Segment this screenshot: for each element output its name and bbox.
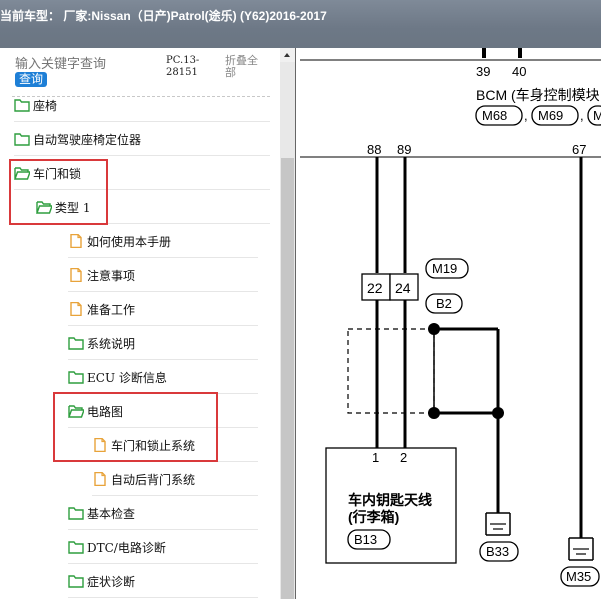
row-divider [68, 325, 258, 326]
tree-item[interactable]: 如何使用本手册 [68, 224, 258, 258]
collapse-all-link[interactable]: 折叠全部 [225, 54, 258, 79]
tree-item-label: ECU 诊断信息 [87, 370, 167, 385]
tree-item-label: 基本检查 [87, 506, 136, 521]
pin-label: 88 [367, 142, 381, 157]
connector-tag: M [593, 108, 601, 123]
connector-pin: 24 [395, 280, 411, 296]
tree-item-label: 车门和锁止系统 [111, 438, 196, 453]
pc-code-label: PC.13-28151 [166, 55, 200, 78]
tree-item[interactable]: 电路图 [68, 394, 258, 428]
tree-item-label: 准备工作 [87, 302, 136, 317]
window-title-bar: 当前车型： 厂家:Nissan（日产)Patrol(途乐) (Y62)2016-… [0, 0, 601, 48]
tree-item[interactable]: 注意事项 [68, 258, 258, 292]
tree-item[interactable]: 系统说明 [68, 326, 258, 360]
highlight-box-doors [9, 159, 108, 225]
connector-tag: M69 [538, 108, 563, 123]
pin-label: 89 [397, 142, 411, 157]
ground-tag: M35 [566, 569, 591, 584]
tree-item[interactable]: 准备工作 [68, 292, 258, 326]
tree-item[interactable]: 自动驾驶座椅定位器 [14, 122, 270, 156]
tree-item-label: 自动后背门系统 [111, 472, 196, 487]
window-title: 当前车型： 厂家:Nissan（日产)Patrol(途乐) (Y62)2016-… [0, 9, 327, 23]
tree-item[interactable]: 症状诊断 [68, 564, 258, 598]
tree-item[interactable]: 车门和锁 [14, 156, 270, 190]
scroll-up-arrow-icon[interactable] [280, 48, 295, 62]
tree-item[interactable]: 基本检查 [68, 496, 258, 530]
document-icon [68, 302, 84, 316]
folder-open-icon [68, 404, 84, 418]
folder-icon [68, 370, 84, 384]
pin-label: 1 [372, 450, 379, 465]
document-icon [92, 472, 108, 486]
tree-item[interactable]: 自动后背门系统 [92, 462, 258, 496]
tree-item-label: 症状诊断 [87, 574, 136, 589]
row-divider [14, 155, 270, 156]
row-divider [68, 563, 258, 564]
scroll-thumb[interactable] [281, 158, 294, 599]
tree-item-label: 座椅 [33, 98, 58, 113]
connector-tag: M68 [482, 108, 507, 123]
ground-tag: B33 [486, 544, 509, 559]
tree-item-label: 类型 1 [55, 200, 91, 215]
tree-item[interactable]: DTC/电路诊断 [68, 530, 258, 564]
tree-item-label: 如何使用本手册 [87, 234, 172, 249]
row-divider [36, 223, 270, 224]
folder-open-icon [36, 200, 52, 214]
folder-open-icon [14, 166, 30, 180]
document-icon [68, 268, 84, 282]
connector-pin: 22 [367, 280, 383, 296]
row-divider [68, 427, 258, 428]
search-input[interactable] [15, 55, 155, 73]
folder-icon [68, 506, 84, 520]
connector-sep: , [580, 108, 584, 123]
search-bar: 查询 PC.13-28151 折叠全部 [0, 48, 280, 98]
pin-label: 40 [512, 64, 526, 79]
pin-label: 67 [572, 142, 586, 157]
tree-item-label: 自动驾驶座椅定位器 [33, 132, 142, 147]
connector-tag: M19 [432, 261, 457, 276]
connector-sep: , [524, 108, 528, 123]
tree-item-label: 系统说明 [87, 336, 136, 351]
row-divider [14, 121, 270, 122]
wiring-diagram: 39 40 BCM (车身控制模块 M68 , M69 , M 88 89 67… [300, 48, 601, 587]
highlight-box-wiring [53, 392, 218, 462]
connector-tag: B13 [354, 532, 377, 547]
antenna-label: 车内钥匙天线 [348, 492, 432, 508]
tree-item-label: DTC/电路诊断 [87, 540, 166, 555]
tree-item[interactable]: 类型 1 [36, 190, 270, 224]
folder-icon [68, 574, 84, 588]
row-divider [68, 257, 258, 258]
document-icon [92, 438, 108, 452]
tree-item[interactable]: ECU 诊断信息 [68, 360, 258, 394]
connector-tag: B2 [436, 296, 452, 311]
folder-icon [68, 540, 84, 554]
row-divider [14, 189, 270, 190]
folder-icon [14, 98, 30, 112]
pin-label: 2 [400, 450, 407, 465]
folder-icon [14, 132, 30, 146]
tree-scrollbar[interactable] [280, 48, 295, 599]
wiring-diagram-view[interactable]: 39 40 BCM (车身控制模块 M68 , M69 , M 88 89 67… [295, 48, 601, 599]
tree-item-label: 电路图 [87, 404, 124, 419]
tree-item-label: 注意事项 [87, 268, 136, 283]
pin-label: 39 [476, 64, 490, 79]
row-divider [68, 597, 258, 598]
document-icon [68, 234, 84, 248]
folder-icon [68, 336, 84, 350]
divider [12, 96, 270, 97]
row-divider [68, 291, 258, 292]
tree-item-label: 车门和锁 [33, 166, 82, 181]
tree-item[interactable]: 座椅 [14, 88, 270, 122]
row-divider [68, 529, 258, 530]
bcm-label: BCM (车身控制模块 [476, 87, 600, 103]
row-divider [92, 495, 258, 496]
row-divider [68, 359, 258, 360]
antenna-sublabel: (行李箱) [348, 509, 399, 525]
search-button[interactable]: 查询 [15, 72, 47, 87]
